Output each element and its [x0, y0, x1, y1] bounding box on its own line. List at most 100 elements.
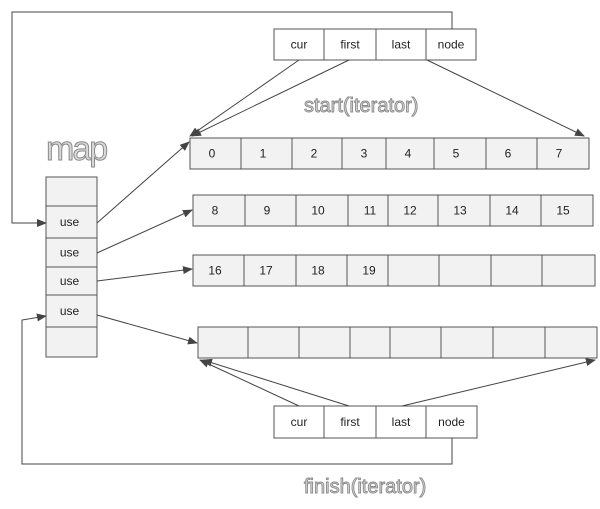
start-first-arrow: [191, 59, 350, 137]
buffer-cell-box: [492, 326, 546, 359]
buffer-3: [197, 326, 598, 359]
iterator-field: cur: [273, 405, 325, 439]
buffer-cell-value: 17: [259, 264, 273, 278]
iterator-field-label: first: [340, 415, 360, 429]
buffer-cell-value: 19: [362, 264, 376, 278]
finish-cur-arrow: [199, 359, 300, 407]
buffer-cell: 18: [295, 254, 348, 287]
buffer-cell: 4: [385, 137, 435, 170]
iterator-field-box: [375, 28, 427, 61]
buffer-cell: [541, 254, 596, 287]
buffer-cell: 8: [192, 194, 246, 227]
map-slot: use: [45, 205, 98, 239]
buffer-cell-value: 10: [311, 204, 325, 218]
iterator-field-label: cur: [291, 415, 308, 429]
buffer-cell: 19: [346, 254, 389, 287]
buffer-cell: 6: [485, 137, 538, 170]
buffer-cell: [197, 326, 249, 359]
buffer-cell-box: [189, 137, 242, 170]
buffer-cell: 11: [347, 194, 389, 227]
buffer-cell-box: [440, 326, 494, 359]
map-slot-box: [45, 237, 98, 268]
buffer-cell: 16: [192, 254, 245, 287]
buffer-cell-box: [544, 326, 598, 359]
buffer-cell-value: 2: [311, 147, 318, 161]
buffer-cell-value: 16: [208, 264, 222, 278]
buffer-cell-box: [438, 254, 492, 287]
buffer-cell: 7: [536, 137, 590, 170]
buffer-cell: 9: [244, 194, 297, 227]
map-slot: use: [45, 237, 98, 268]
buffer-cell-box: [291, 137, 343, 170]
finish-node-arrow: [21, 313, 453, 465]
buffer-cell-box: [192, 194, 246, 227]
map-slot: use: [45, 294, 98, 328]
buffer-cell-box: [192, 254, 245, 287]
map-slot: use: [45, 266, 98, 296]
buffer-cell-box: [385, 137, 435, 170]
buffer-cell-value: 7: [556, 147, 563, 161]
start-iterator-label: start(iterator): [304, 95, 418, 117]
buffer-cell-value: 3: [361, 147, 368, 161]
iterator-field: last: [375, 405, 427, 439]
map-slot-label: use: [60, 215, 80, 229]
finish-iterator-label: finish(iterator): [304, 476, 426, 498]
buffer-cell-box: [540, 194, 594, 227]
buffer-cell: [389, 326, 442, 359]
buffer-cell-box: [387, 194, 439, 227]
map-to-buffer-0-arrow: [96, 141, 190, 224]
map-slot-box: [45, 294, 98, 328]
buffer-cell-value: 14: [505, 204, 519, 218]
buffer-cell: 17: [243, 254, 297, 287]
buffer-cell-box: [349, 326, 391, 359]
buffer-cell: [298, 326, 351, 359]
map-slot-box: [45, 326, 98, 358]
iterator-field-box: [323, 28, 377, 61]
buffer-cell: 2: [291, 137, 343, 170]
start-cur-arrow: [189, 59, 300, 137]
start-last-arrow: [426, 59, 585, 137]
buffer-cell: 3: [341, 137, 387, 170]
iterator-field: cur: [273, 28, 325, 61]
iterator-field-label: first: [340, 38, 360, 52]
map-column: use use use use: [45, 176, 98, 358]
buffer-cell-box: [240, 137, 293, 170]
iterator-field: node: [425, 28, 477, 61]
iterator-field-box: [323, 405, 377, 439]
buffer-cell-value: 6: [505, 147, 512, 161]
buffer-cell: 14: [489, 194, 542, 227]
map-slot: [45, 326, 98, 358]
buffer-2: 16 17 18 19: [192, 254, 596, 287]
buffer-cell-value: 8: [212, 204, 219, 218]
buffer-cell: [544, 326, 598, 359]
map-slot: [45, 176, 98, 207]
map-slot-label: use: [60, 274, 80, 288]
buffer-cell-box: [536, 137, 590, 170]
buffer-cell-box: [346, 254, 389, 287]
buffer-cell-box: [295, 194, 349, 227]
buffer-cell: 1: [240, 137, 293, 170]
buffer-cell: [247, 326, 300, 359]
buffer-cell-value: 12: [403, 204, 417, 218]
buffer-cell-value: 18: [311, 264, 325, 278]
buffer-cell-box: [387, 254, 440, 287]
buffer-cell-value: 11: [364, 204, 377, 218]
connectors: [11, 11, 596, 465]
buffer-cell-box: [347, 194, 389, 227]
buffer-cell-box: [433, 137, 487, 170]
buffer-cell: [492, 326, 546, 359]
map-slot-label: use: [60, 246, 80, 260]
buffer-cell-box: [541, 254, 596, 287]
map-to-buffer-3-arrow: [96, 314, 198, 345]
buffer-cell: 10: [295, 194, 349, 227]
buffer-cell: 5: [433, 137, 487, 170]
buffer-cell: [349, 326, 391, 359]
map-to-buffer-1-arrow: [96, 209, 193, 254]
buffer-cell-box: [295, 254, 348, 287]
buffer-cell: [440, 326, 494, 359]
